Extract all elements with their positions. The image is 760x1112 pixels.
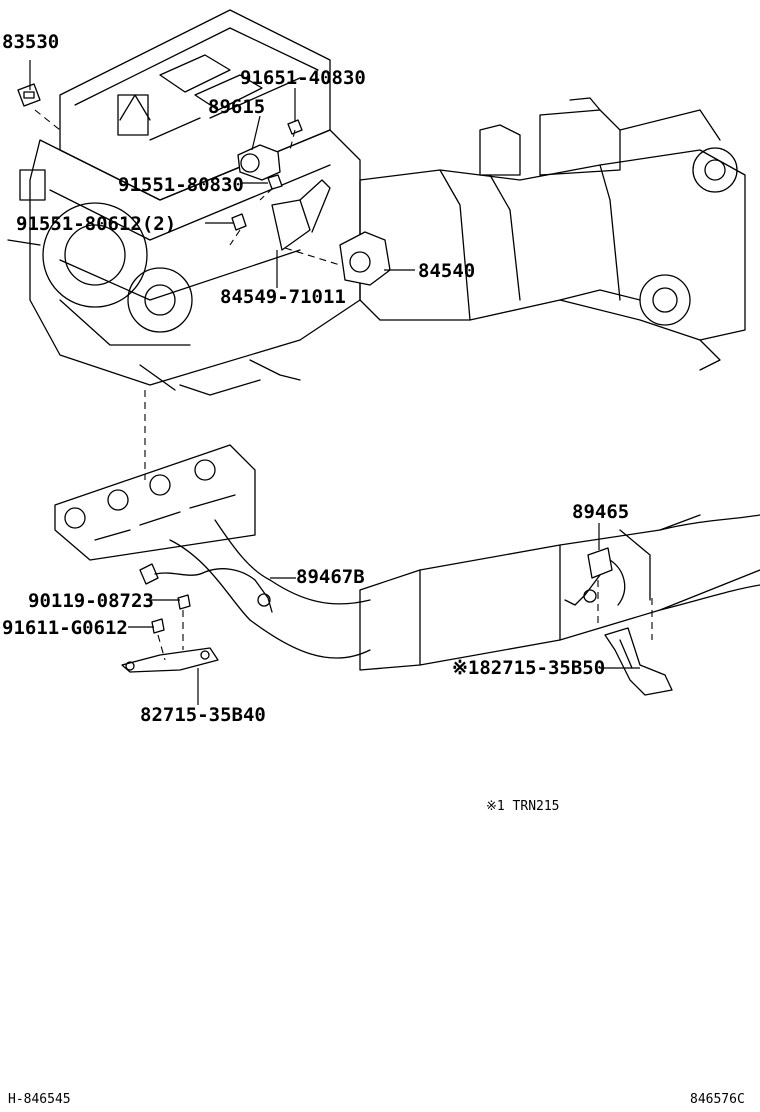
bolt-91551b [231,213,247,231]
switch-83530 [17,83,41,107]
label-89467b: 89467B [296,566,365,588]
label-91611-g0612: 91611-G0612 [2,617,128,639]
bolt-91611 [151,618,165,634]
footer-right-code: 846576C [690,1092,745,1107]
label-82715-35b40: 82715-35B40 [140,704,266,726]
bracket-82715b [604,627,673,696]
label-83530: 83530 [2,31,59,53]
bracket-82715a [121,647,219,673]
sensor-84540 [339,231,391,286]
label-89615: 89615 [208,96,265,118]
exhaust-manifold [54,444,271,621]
leader-lines [29,60,640,705]
label-82715-35b50: ※182715-35B50 [452,657,605,679]
label-91551-80612: 91551-80612(2) [16,213,176,235]
engine-block [7,9,361,396]
footer-left-code: H-846545 [8,1092,71,1107]
sensor-89615 [237,144,281,181]
label-89465: 89465 [572,501,629,523]
label-91651-40830: 91651-40830 [240,67,366,89]
bracket-84549 [271,179,331,251]
label-90119-08723: 90119-08723 [28,590,154,612]
bolt-90119 [177,594,191,610]
label-91551-80830: 91551-80830 [118,174,244,196]
note-trn215: ※1 TRN215 [486,799,560,814]
dashed-connectors [34,109,653,661]
sensor-89467b [139,563,273,613]
bolt-91551a [267,174,283,190]
transmission [359,97,746,371]
sensor-89465 [564,547,626,606]
label-84540: 84540 [418,260,475,282]
exhaust-pipe [249,514,760,671]
label-84549-71011: 84549-71011 [220,286,346,308]
